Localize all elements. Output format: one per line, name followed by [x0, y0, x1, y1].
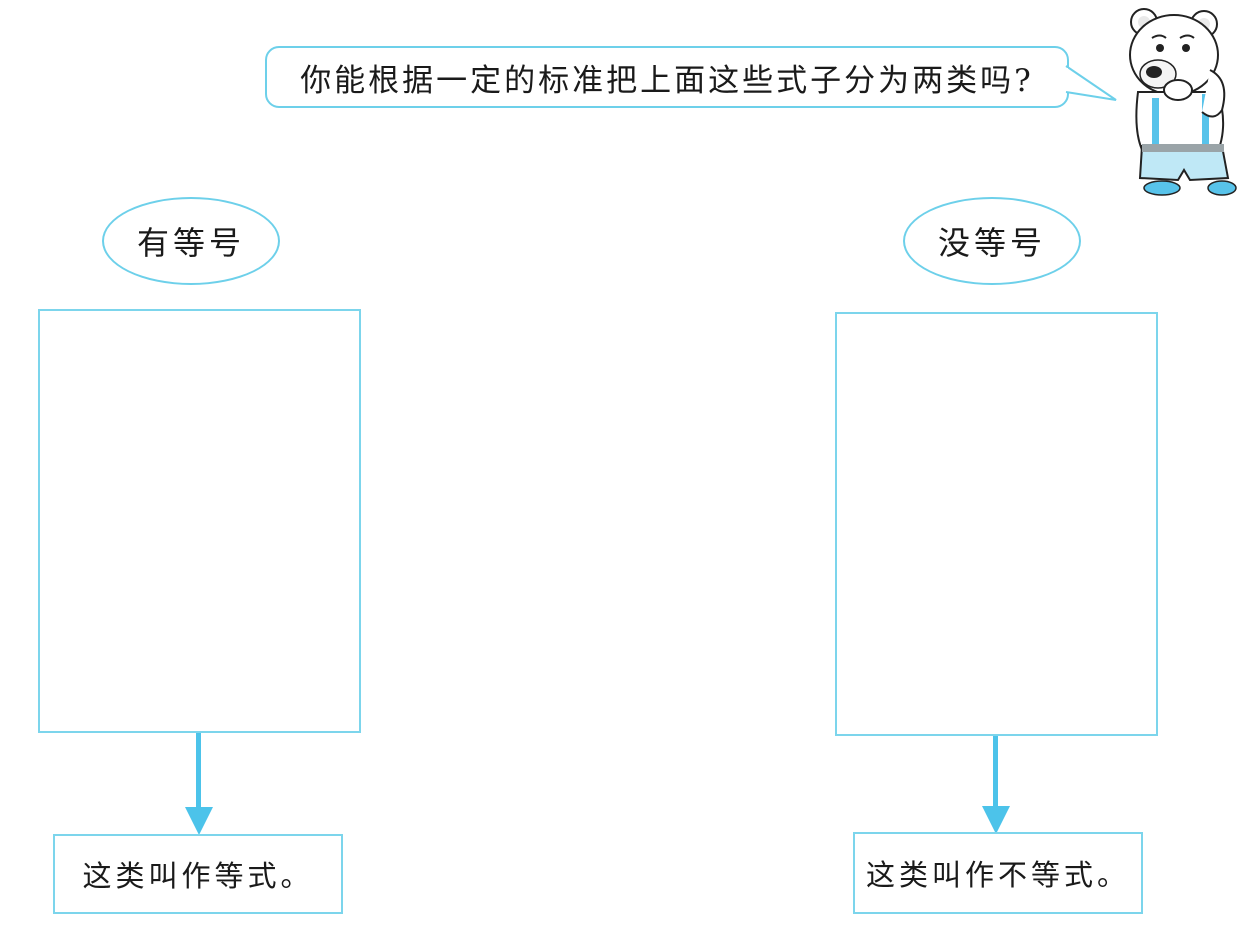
speech-text: 你能根据一定的标准把上面这些式子分为两类吗?	[300, 62, 1034, 99]
arrow-down-icon	[982, 736, 1010, 834]
speech-bubble-tail	[1064, 65, 1117, 101]
speech-bubble: 你能根据一定的标准把上面这些式子分为两类吗?	[265, 46, 1069, 108]
conclusion-right-text: 这类叫作不等式。	[865, 858, 1130, 892]
conclusion-left-text: 这类叫作等式。	[82, 859, 314, 893]
arrow-down-icon	[185, 733, 213, 835]
group-heading-without-equal-sign: 没等号	[903, 197, 1081, 285]
conclusion-equation: 这类叫作等式。	[53, 834, 343, 914]
group-box-without-equal-sign	[835, 312, 1158, 736]
conclusion-inequality: 这类叫作不等式。	[853, 832, 1143, 914]
group-heading-right-text: 没等号	[937, 224, 1046, 262]
group-heading-with-equal-sign: 有等号	[102, 197, 280, 285]
group-heading-left-text: 有等号	[136, 224, 245, 262]
polar-bear-icon	[1129, 8, 1237, 196]
group-box-with-equal-sign	[38, 309, 361, 733]
